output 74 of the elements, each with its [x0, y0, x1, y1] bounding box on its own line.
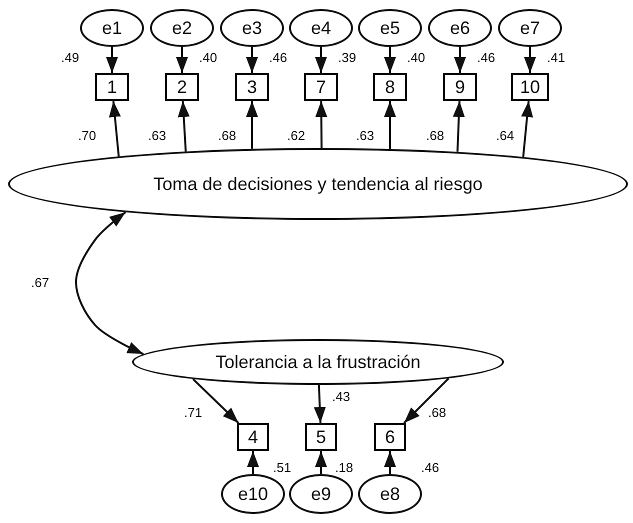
variable-name: 6 — [384, 426, 395, 448]
variable-name: e6 — [450, 18, 470, 38]
observed-variable-box — [443, 73, 477, 101]
variable-name: 3 — [246, 76, 257, 98]
observed-variable-box — [305, 423, 337, 451]
edge-label: .62 — [286, 128, 306, 143]
edge-label: .43 — [331, 389, 352, 404]
arrow — [192, 378, 240, 424]
arrow — [247, 451, 259, 474]
observed-variable-box — [373, 73, 407, 101]
arrow — [384, 47, 396, 73]
edge-label: .71 — [183, 405, 204, 420]
edge-label: .41 — [546, 50, 566, 65]
variable-name: e5 — [380, 18, 400, 38]
edge-label: .68 — [217, 128, 238, 143]
edge-label: .18 — [334, 460, 354, 475]
arrow — [315, 47, 327, 73]
arrow — [524, 47, 536, 73]
arrow — [314, 384, 326, 424]
variable-name: e7 — [520, 18, 540, 38]
observed-variable-box — [95, 73, 129, 101]
edge-label: .68 — [427, 405, 448, 420]
arrow — [176, 47, 188, 73]
variable-name: e3 — [242, 18, 262, 38]
edge-label: .46 — [420, 460, 440, 475]
edge-label: .63 — [355, 128, 376, 143]
edge-label: .51 — [272, 460, 292, 475]
arrow — [246, 101, 258, 149]
observed-variable-box — [304, 73, 338, 101]
variable-name: e10 — [238, 484, 268, 504]
observed-variable-box — [511, 73, 549, 101]
variable-name: 5 — [316, 426, 326, 448]
arrow — [106, 47, 118, 73]
covariance-arrow — [75, 211, 144, 355]
observed-variable-box — [235, 73, 269, 101]
observed-variable-box — [374, 423, 406, 451]
arrow — [384, 451, 396, 474]
arrow — [178, 100, 190, 152]
variable-name: e4 — [310, 18, 332, 38]
variable-name: 7 — [316, 76, 326, 98]
arrow — [452, 100, 465, 152]
edge-label: .40 — [406, 50, 426, 65]
edge-label: .46 — [268, 50, 288, 65]
edge-label: .49 — [60, 50, 80, 65]
variable-name: e8 — [380, 484, 400, 504]
variable-name: e9 — [310, 484, 332, 504]
arrow — [384, 101, 396, 149]
arrow — [246, 47, 258, 73]
arrow — [521, 100, 534, 158]
edge-label: .46 — [476, 50, 496, 65]
edge-label: .40 — [198, 50, 218, 65]
observed-variable-box — [237, 423, 269, 451]
arrow — [403, 378, 450, 424]
variable-name: 4 — [248, 426, 258, 448]
edge-label: .67 — [30, 275, 50, 290]
arrow — [315, 100, 328, 148]
edge-label: .63 — [147, 128, 168, 143]
variable-name: e2 — [172, 18, 192, 38]
variable-name: Toma de decisiones y tendencia al riesgo — [153, 174, 483, 194]
variable-name: Tolerancia a la frustración — [215, 352, 421, 372]
observed-variable-box — [165, 73, 199, 101]
variable-name: 8 — [384, 76, 395, 98]
variable-name: 9 — [454, 76, 465, 98]
edge-label: .64 — [495, 128, 516, 143]
edge-label: .70 — [77, 128, 98, 143]
arrow — [315, 451, 327, 474]
variable-name: 10 — [520, 76, 540, 98]
variable-name: 2 — [176, 76, 187, 98]
arrow — [108, 100, 121, 157]
edge-label: .39 — [337, 50, 358, 65]
variable-name: e1 — [102, 18, 122, 38]
arrow — [454, 47, 466, 73]
edge-label: .68 — [425, 128, 446, 143]
variable-name: 1 — [106, 76, 117, 98]
